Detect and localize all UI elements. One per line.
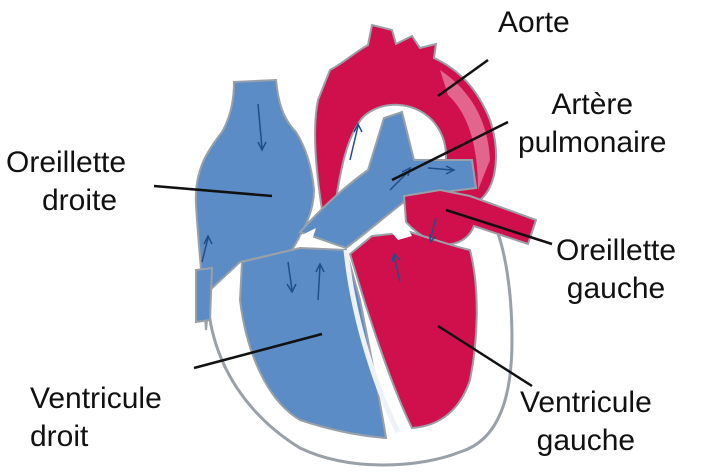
- label-ventricule-droit: Ventricule droit: [30, 380, 162, 456]
- label-aorte-text: Aorte: [498, 4, 570, 42]
- label-ventricule-gauche-line1: Ventricule: [520, 384, 652, 422]
- label-ventricule-gauche-line2: gauche: [520, 422, 652, 460]
- inferior-vena-cava: [196, 268, 212, 322]
- label-oreillette-gauche: Oreillette gauche: [556, 232, 676, 308]
- label-oreillette-gauche-line2: gauche: [556, 270, 676, 308]
- label-ventricule-droit-line1: Ventricule: [30, 380, 162, 418]
- label-ventricule-gauche: Ventricule gauche: [520, 384, 652, 460]
- label-artere-pulmonaire: Artère pulmonaire: [518, 86, 666, 162]
- label-oreillette-droite-line2: droite: [6, 182, 126, 220]
- label-oreillette-droite: Oreillette droite: [6, 144, 126, 220]
- label-aorte: Aorte: [498, 4, 570, 42]
- label-artere-pulmonaire-line1: Artère: [518, 86, 666, 124]
- label-ventricule-droit-line2: droit: [30, 418, 162, 456]
- label-oreillette-droite-line1: Oreillette: [6, 144, 126, 182]
- label-oreillette-gauche-line1: Oreillette: [556, 232, 676, 270]
- label-artere-pulmonaire-line2: pulmonaire: [518, 124, 666, 162]
